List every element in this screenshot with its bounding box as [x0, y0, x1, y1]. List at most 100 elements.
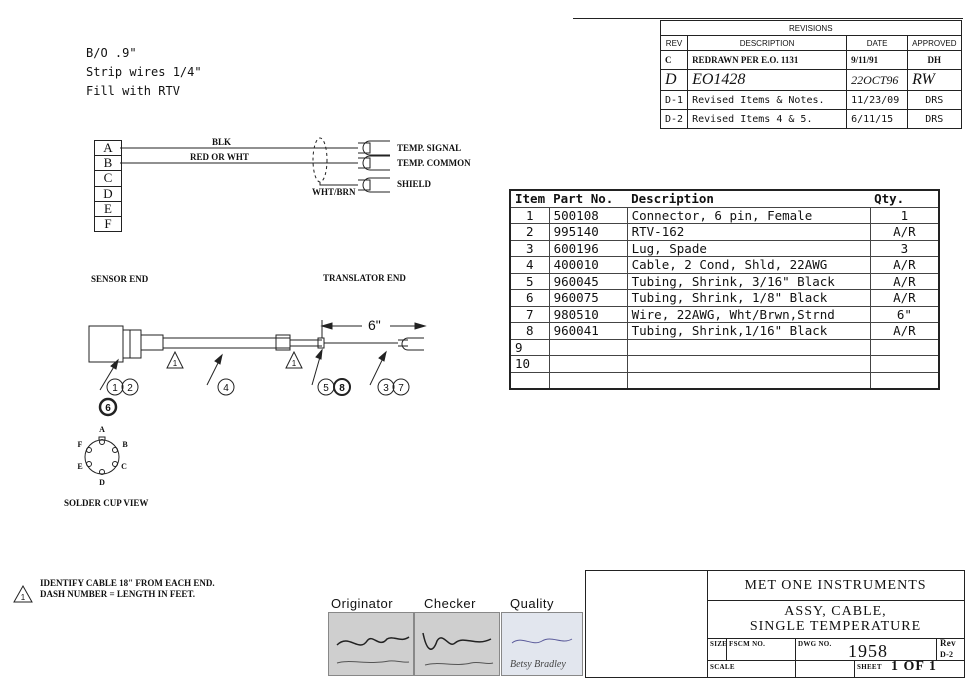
part-number: 980510	[548, 305, 628, 323]
part-description: Cable, 2 Cond, Shld, 22AWG	[626, 256, 871, 274]
part-qty	[869, 371, 940, 390]
solder-pin	[112, 461, 118, 467]
item-number: 2	[509, 223, 550, 241]
part-number: 995140	[548, 223, 628, 241]
sheet-value: 1 OF 1	[891, 659, 937, 674]
item-number: 4	[509, 256, 550, 274]
solder-pin-label: F	[78, 440, 83, 449]
revision-row: D-2 Revised Items 4 & 5. 6/11/15 DRS	[659, 109, 962, 129]
shrink-tubing	[140, 334, 164, 351]
solder-pin	[112, 447, 118, 453]
checker-label: Checker	[424, 596, 476, 611]
part-qty: 1	[869, 206, 940, 224]
parts-row: 10	[509, 355, 940, 373]
callout-number: 2	[127, 383, 133, 394]
part-qty	[869, 338, 940, 356]
flag-triangle	[285, 350, 303, 369]
rev-value: D-2	[940, 650, 954, 659]
wire-red-label: RED OR WHT	[190, 152, 249, 162]
solder-pin-label: A	[99, 425, 105, 434]
quality-signature: Betsy Bradley	[501, 612, 583, 676]
part-number: 960075	[548, 289, 628, 307]
wire-blk-label: BLK	[212, 137, 231, 147]
parts-row	[509, 371, 940, 390]
item-number: 5	[509, 272, 550, 290]
signature-image	[336, 636, 410, 664]
part-description	[626, 338, 871, 356]
part-qty: A/R	[869, 322, 940, 340]
part-qty	[869, 355, 940, 373]
part-description: Tubing, Shrink, 1/8" Black	[626, 289, 871, 307]
pin-label: F	[104, 215, 112, 231]
dwg-label: DWG NO.	[798, 640, 832, 648]
callout-number: 8	[339, 383, 345, 394]
note-line: DASH NUMBER = LENGTH IN FEET.	[40, 589, 195, 599]
callout-circle	[106, 378, 124, 396]
sensor-end-label: SENSOR END	[91, 274, 149, 284]
terminal-common	[358, 155, 390, 171]
callout-circle	[392, 378, 410, 396]
part-description: Lug, Spade	[626, 239, 871, 257]
parts-header: Description	[627, 190, 871, 208]
part-description	[626, 355, 871, 373]
pin-label: D	[95, 186, 121, 202]
solder-pin-label: C	[121, 462, 127, 471]
drawing-title-line1: ASSY, CABLE,	[784, 604, 887, 619]
item-number: 7	[509, 305, 550, 323]
checker-signature	[414, 612, 500, 676]
shield-oval	[312, 137, 328, 183]
note-line: Strip wires 1/4"	[86, 65, 202, 79]
callout-number: 7	[398, 383, 404, 394]
part-number: 400010	[548, 256, 628, 274]
sheet-label: SHEET	[857, 663, 882, 671]
callout-number: 5	[323, 383, 329, 394]
signature-image	[511, 638, 573, 644]
parts-header: Part No.	[549, 190, 628, 208]
part-qty: A/R	[869, 256, 940, 274]
originator-signature	[328, 612, 414, 676]
terminal-shield	[358, 177, 390, 193]
drawing-notes: B/O .9" Strip wires 1/4" Fill with RTV	[86, 44, 202, 101]
wire-shield-label: WHT/BRN	[312, 187, 356, 197]
fscm-label: FSCM NO.	[729, 640, 766, 648]
revision-row: D EO1428 22OCT96 RW	[659, 69, 962, 91]
quality-signature-name: Betsy Bradley	[510, 659, 566, 670]
part-number	[548, 371, 628, 390]
wire-shield	[319, 182, 358, 186]
solder-pin	[86, 447, 92, 453]
callout-number: 4	[223, 383, 229, 394]
pin-label: A	[95, 140, 121, 157]
solder-cup-label: SOLDER CUP VIEW	[64, 498, 148, 508]
callout-circle	[98, 397, 118, 417]
callout-number: 6	[105, 403, 111, 414]
parts-header: Qty.	[870, 190, 940, 208]
rev-label: Rev	[940, 638, 956, 648]
part-qty: A/R	[869, 289, 940, 307]
part-description: Tubing, Shrink, 3/16" Black	[626, 272, 871, 290]
part-qty: 6"	[869, 305, 940, 323]
note-flag	[13, 584, 33, 603]
term-common-label: TEMP. COMMON	[397, 158, 471, 168]
note-line: Fill with RTV	[86, 84, 180, 98]
company-name: MET ONE INSTRUMENTS	[744, 578, 927, 593]
parts-row: 9	[509, 338, 940, 356]
part-description: RTV-162	[626, 223, 871, 241]
quality-label: Quality	[510, 596, 554, 611]
connector-pin-box: A B C D E F	[94, 140, 122, 233]
flag-number: 1	[21, 593, 26, 602]
pin-label: E	[95, 201, 121, 217]
callout-circle	[121, 378, 139, 396]
item-number: 8	[509, 322, 550, 340]
size-label: SIZE	[710, 640, 728, 648]
callout-circle	[377, 378, 395, 396]
flag-triangle	[166, 350, 184, 369]
callout-number: 1	[112, 383, 118, 394]
parts-header: Item	[510, 190, 550, 208]
